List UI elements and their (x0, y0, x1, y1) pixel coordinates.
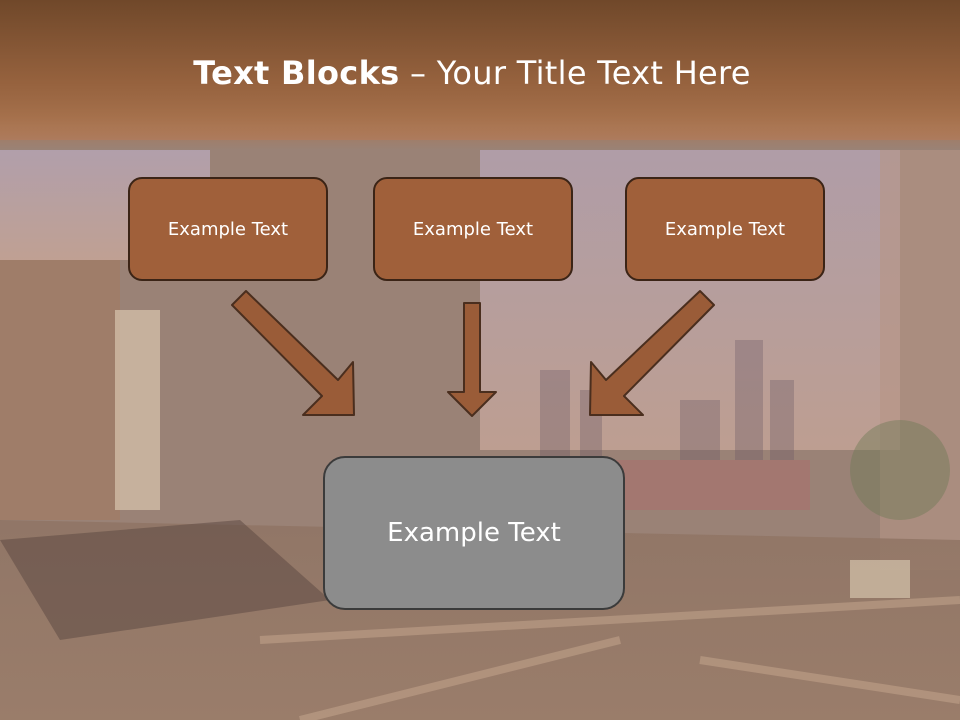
text-block-center[interactable]: Example Text (373, 177, 573, 281)
arrow-center-vertical (447, 302, 497, 417)
text-block-right-label: Example Text (664, 218, 786, 240)
title-rest-text: Your Title Text Here (436, 54, 751, 92)
text-block-left-label: Example Text (167, 218, 289, 240)
text-block-left[interactable]: Example Text (128, 177, 328, 281)
arrow-right-diagonal (589, 290, 715, 416)
title-dash: – (399, 54, 437, 92)
text-block-center-label: Example Text (412, 218, 534, 240)
title-band (0, 0, 960, 150)
title-bold-text: Text Blocks (193, 54, 400, 92)
text-block-right[interactable]: Example Text (625, 177, 825, 281)
text-block-bottom[interactable]: Example Text (323, 456, 625, 610)
text-block-bottom-label: Example Text (387, 518, 561, 548)
slide-title: Text Blocks – Your Title Text Here (0, 54, 944, 92)
arrow-left-diagonal (231, 290, 355, 416)
